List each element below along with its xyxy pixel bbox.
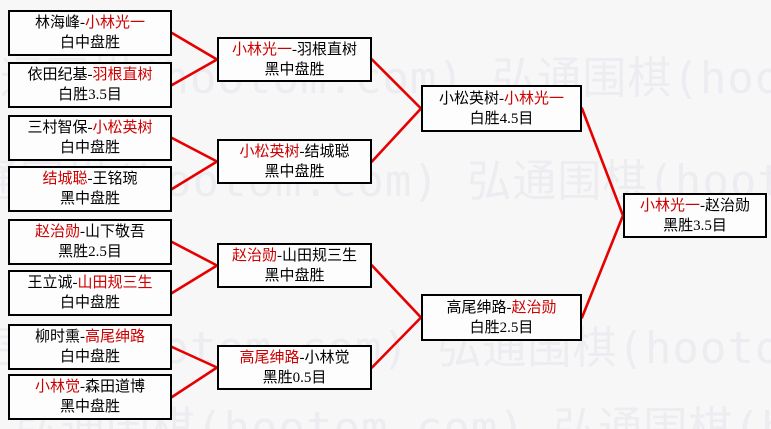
match-result: 黑中盘胜 — [264, 163, 325, 180]
match-round1-game7: 柳时熏-高尾绅路 白中盘胜 — [8, 324, 172, 370]
match-round1-game2: 依田纪基-羽根直树 白胜3.5目 — [8, 62, 172, 108]
player-name: 王立诚 — [27, 275, 73, 291]
match-round1-game3: 三村智保-小松英树 白中盘胜 — [8, 115, 172, 161]
player-name: 小林光一 — [639, 197, 700, 214]
player-name: 森田道博 — [85, 379, 146, 395]
player-name: 高尾绅路 — [85, 329, 146, 345]
player-separator: - — [277, 247, 282, 264]
match-result: 白中盘胜 — [59, 349, 120, 365]
match-players: 小松英树-结城聪 — [239, 142, 349, 162]
match-result: 黑中盘胜 — [264, 61, 325, 78]
match-players: 柳时熏-高尾绅路 — [35, 327, 145, 347]
player-name: 山田规三生 — [282, 247, 358, 264]
match-result: 白中盘胜 — [59, 140, 120, 156]
match-players: 小林光一-赵治勋 — [640, 196, 750, 216]
player-name: 赵治勋 — [34, 224, 80, 240]
player-name: 小林光一 — [504, 90, 565, 107]
player-name: 高尾绅路 — [239, 349, 300, 366]
match-result: 黑中盘胜 — [59, 399, 120, 415]
match-players: 小林觉-森田道博 — [35, 377, 145, 397]
player-separator: - — [499, 90, 504, 107]
match-result: 黑中盘胜 — [264, 267, 325, 284]
match-players: 林海峰-小林光一 — [35, 13, 145, 33]
player-name: 小松英树 — [239, 143, 300, 160]
match-final: 小林光一-赵治勋 黑胜3.5目 — [623, 193, 767, 238]
player-name: 高尾绅路 — [446, 299, 507, 316]
player-separator: - — [72, 275, 78, 291]
player-name: 三村智保 — [27, 120, 88, 136]
player-name: 小松英树 — [438, 90, 499, 107]
player-separator: - — [80, 329, 85, 345]
player-name: 小林光一 — [85, 15, 146, 31]
player-name: 山下敬吾 — [85, 224, 146, 240]
match-round2-game2: 小松英树-结城聪 黑中盘胜 — [217, 139, 372, 184]
match-result: 黑胜2.5目 — [58, 244, 122, 260]
player-name: 小松英树 — [92, 120, 153, 136]
match-result: 白中盘胜 — [59, 295, 120, 311]
player-separator: - — [299, 143, 305, 160]
player-name: 依田纪基 — [27, 67, 88, 83]
player-name: 赵治勋 — [511, 299, 557, 316]
match-result: 黑胜3.5目 — [663, 217, 727, 234]
player-name: 小林光一 — [231, 41, 292, 58]
match-players: 高尾绅路-赵治勋 — [446, 298, 556, 318]
player-name: 小林觉 — [304, 349, 350, 366]
match-result: 白胜4.5目 — [469, 110, 534, 127]
player-separator: - — [80, 15, 85, 31]
player-name: 羽根直树 — [92, 67, 153, 83]
match-semifinal-game1: 小松英树-小林光一 白胜4.5目 — [421, 85, 582, 132]
player-name: 山田规三生 — [77, 275, 153, 291]
match-round2-game1: 小林光一-羽根直树 黑中盘胜 — [217, 37, 372, 82]
player-name: 小林觉 — [34, 379, 80, 395]
match-players: 高尾绅路-小林觉 — [239, 348, 349, 368]
player-name: 赵治勋 — [231, 247, 277, 264]
match-round1-game4: 结城聪-王铭琬 黑中盘胜 — [8, 166, 172, 212]
player-separator: - — [299, 349, 305, 366]
match-semifinal-game2: 高尾绅路-赵治勋 白胜2.5目 — [421, 294, 582, 341]
match-round1-game5: 赵治勋-山下敬吾 黑胜2.5目 — [8, 219, 172, 265]
player-name: 王铭琬 — [92, 171, 138, 187]
match-result: 白胜3.5目 — [58, 87, 122, 103]
player-separator: - — [80, 224, 85, 240]
player-name: 赵治勋 — [705, 197, 751, 214]
match-players: 依田纪基-羽根直树 — [27, 65, 152, 85]
match-players: 结城聪-王铭琬 — [42, 169, 137, 189]
player-name: 结城聪 — [42, 171, 88, 187]
match-round1-game8: 小林觉-森田道博 黑中盘胜 — [8, 374, 172, 420]
match-players: 小林光一-羽根直树 — [232, 40, 357, 60]
match-result: 黑胜0.5目 — [262, 369, 327, 386]
match-result: 白胜2.5目 — [469, 319, 534, 336]
match-round1-game1: 林海峰-小林光一 白中盘胜 — [8, 10, 172, 56]
match-round2-game4: 高尾绅路-小林觉 黑胜0.5目 — [217, 345, 372, 390]
match-players: 小松英树-小林光一 — [439, 89, 564, 109]
player-separator: - — [292, 41, 297, 58]
player-separator: - — [700, 197, 705, 214]
match-players: 赵治勋-山田规三生 — [232, 246, 357, 266]
match-players: 三村智保-小松英树 — [27, 118, 152, 138]
player-name: 结城聪 — [304, 143, 350, 160]
player-separator: - — [87, 120, 93, 136]
match-round2-game3: 赵治勋-山田规三生 黑中盘胜 — [217, 243, 372, 288]
player-separator: - — [87, 67, 93, 83]
match-players: 王立诚-山田规三生 — [27, 273, 152, 293]
match-result: 黑中盘胜 — [59, 191, 120, 207]
match-result: 白中盘胜 — [59, 35, 120, 51]
match-players: 赵治勋-山下敬吾 — [35, 222, 145, 242]
player-separator: - — [87, 171, 93, 187]
player-name: 柳时熏 — [34, 329, 80, 345]
player-separator: - — [506, 299, 512, 316]
player-name: 林海峰 — [34, 15, 80, 31]
player-separator: - — [80, 379, 85, 395]
match-round1-game6: 王立诚-山田规三生 白中盘胜 — [8, 270, 172, 316]
player-name: 羽根直树 — [297, 41, 358, 58]
